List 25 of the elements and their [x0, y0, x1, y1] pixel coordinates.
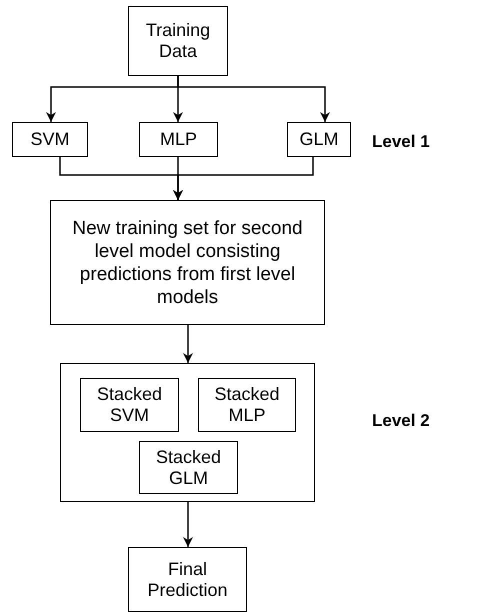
node-text: Stacked SVM — [96, 384, 164, 426]
node-text: New training set for second level model consisting predictions from first level models — [71, 216, 304, 308]
model-box — [139, 441, 238, 494]
node-text: GLM — [299, 129, 338, 150]
model-box — [80, 378, 179, 432]
process-box — [128, 6, 228, 76]
model-box — [198, 378, 296, 432]
level-label: Level 1 — [372, 132, 430, 152]
arrow — [173, 157, 314, 200]
process-box — [50, 200, 325, 325]
node-text: Final Prediction — [146, 558, 229, 600]
process-box — [139, 122, 218, 157]
process-box — [287, 122, 351, 157]
node-text: Stacked MLP — [213, 384, 281, 426]
node-text: Stacked GLM — [154, 446, 222, 488]
node-text: MLP — [160, 129, 197, 150]
node-text: Training Data — [144, 20, 212, 62]
process-box — [128, 547, 247, 612]
arrow — [177, 76, 330, 122]
process-box — [12, 122, 88, 157]
arrow — [183, 325, 193, 363]
node-text: SVM — [30, 129, 70, 150]
level-label: Level 2 — [372, 411, 430, 431]
group-box — [60, 363, 315, 502]
arrow — [183, 502, 193, 547]
